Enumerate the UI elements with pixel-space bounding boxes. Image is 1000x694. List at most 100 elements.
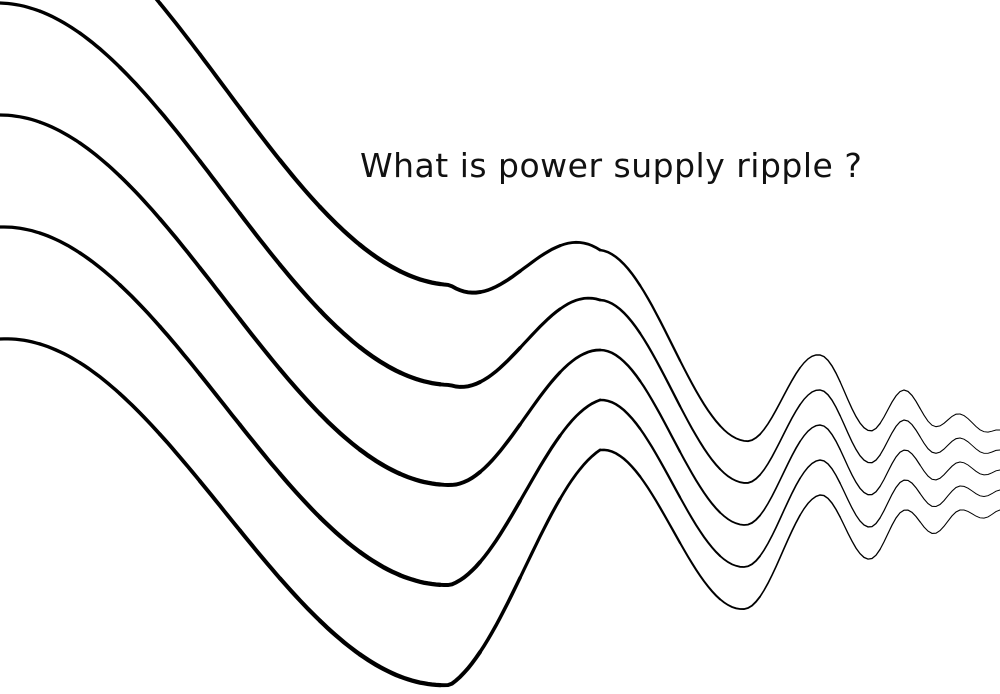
- wave-line-segment: [959, 413, 1000, 433]
- wave-line-segment: [959, 437, 1000, 454]
- wave-line-segment: [518, 244, 562, 273]
- wave-line-segment: [678, 450, 722, 514]
- wave-line-segment: [759, 477, 801, 557]
- wave-line-segment: [237, 211, 283, 267]
- wave-line-segment: [78, 141, 122, 178]
- wave-line-segment: [154, 0, 162, 6]
- wave-line-segment: [879, 509, 921, 551]
- wave-line-segment: [919, 461, 961, 481]
- wave-line-segment: [397, 370, 443, 387]
- wave-line-segment: [317, 515, 363, 555]
- wave-line-segment: [438, 560, 482, 587]
- wave-line-segment: [158, 109, 202, 164]
- wave-line-segment: [317, 411, 363, 452]
- wave-line-segment: [759, 403, 801, 476]
- wave-line-segment: [0, 113, 42, 124]
- wave-line-segment: [198, 265, 242, 322]
- wave-line-segment: [237, 422, 283, 476]
- wave-line-segment: [879, 449, 921, 488]
- wave-line-segment: [598, 348, 642, 383]
- wave-line-segment: [38, 231, 82, 255]
- wave-line-segment: [397, 674, 443, 688]
- wave-line-segment: [719, 595, 761, 611]
- wave-line-segment: [638, 475, 682, 544]
- wave-line-segment: [277, 367, 323, 416]
- wave-line-segment: [719, 424, 761, 443]
- wave-line-segment: [438, 282, 482, 295]
- wave-line-segment: [158, 432, 202, 484]
- wave-line-segment: [357, 652, 403, 679]
- wave-line-segment: [919, 407, 961, 428]
- wave-line-segment: [558, 240, 602, 252]
- wave-line-segment: [799, 424, 841, 450]
- wave-line-segment: [0, 1, 42, 13]
- wave-line-segment: [277, 158, 323, 210]
- wave-line-segment: [118, 391, 162, 437]
- wave-line-segment: [598, 398, 642, 430]
- wave-line-segment: [678, 359, 722, 427]
- wave-line-segment: [638, 331, 682, 408]
- wave-line-segment: [839, 448, 881, 496]
- wave-line-segment: [959, 461, 1000, 476]
- wave-line-segment: [118, 174, 162, 221]
- wave-line-segment: [959, 485, 1000, 497]
- wave-line-segment: [558, 448, 602, 501]
- wave-line-segment: [759, 514, 801, 598]
- wave-line-segment: [277, 262, 323, 313]
- wave-line-segment: [0, 337, 42, 346]
- wave-line-segment: [879, 389, 921, 425]
- wave-line-segment: [678, 541, 722, 601]
- wave-line-segment: [638, 427, 682, 499]
- wave-line-segment: [78, 251, 122, 287]
- wave-line-segment: [598, 448, 642, 478]
- wave-line-segment: [0, 225, 42, 235]
- wave-line-segment: [237, 528, 283, 581]
- wave-line-segment: [719, 554, 761, 568]
- wave-line-segment: [357, 345, 403, 375]
- wave-line-segment: [799, 494, 841, 518]
- wave-line-segment: [198, 479, 242, 533]
- wave-line-segment: [598, 248, 642, 287]
- wave-line-segment: [598, 298, 642, 335]
- wave-line-segment: [397, 471, 443, 487]
- wave-line-segment: [158, 1, 202, 57]
- wave-line-segment: [879, 479, 921, 519]
- wave-line-segment: [919, 436, 961, 454]
- wave-line-segment: [397, 573, 443, 587]
- wave-line-segment: [759, 366, 801, 436]
- wave-line-segment: [839, 516, 881, 560]
- wave-line-segment: [38, 342, 82, 365]
- wave-line-segment: [118, 283, 162, 329]
- wave-line-segment: [638, 284, 682, 362]
- wave-line-segment: [919, 509, 961, 534]
- wave-line-segment: [518, 434, 562, 503]
- wave-line-segment: [839, 482, 881, 528]
- wave-line-segment: [759, 440, 801, 517]
- wave-line-segment: [38, 120, 82, 145]
- wave-line-segment: [558, 296, 602, 311]
- wave-line-segment: [839, 414, 881, 464]
- wave-line-segment: [719, 468, 761, 484]
- wave-line-segment: [919, 485, 961, 508]
- wave-line-segment: [959, 509, 1000, 519]
- wave-line-segment: [277, 471, 323, 520]
- wave-line-segment: [719, 511, 761, 526]
- wave-line-segment: [478, 499, 522, 564]
- wave-line-segment: [839, 380, 881, 432]
- wave-line-segment: [518, 370, 562, 427]
- wave-line-segment: [357, 447, 403, 477]
- wave-line-segment: [879, 419, 921, 456]
- wave-line-segment: [277, 576, 323, 623]
- wave-line-segment: [78, 31, 122, 70]
- wave-line-segment: [357, 549, 403, 578]
- wave-line-segment: [678, 405, 722, 471]
- wave-line-segment: [799, 459, 841, 484]
- wave-line-segment: [38, 9, 82, 35]
- wave-line-segment: [158, 324, 202, 377]
- wave-line-segment: [397, 269, 443, 287]
- wave-line-segment: [357, 242, 403, 274]
- wave-line-segment: [237, 106, 283, 163]
- wave-line-segment: [438, 380, 482, 389]
